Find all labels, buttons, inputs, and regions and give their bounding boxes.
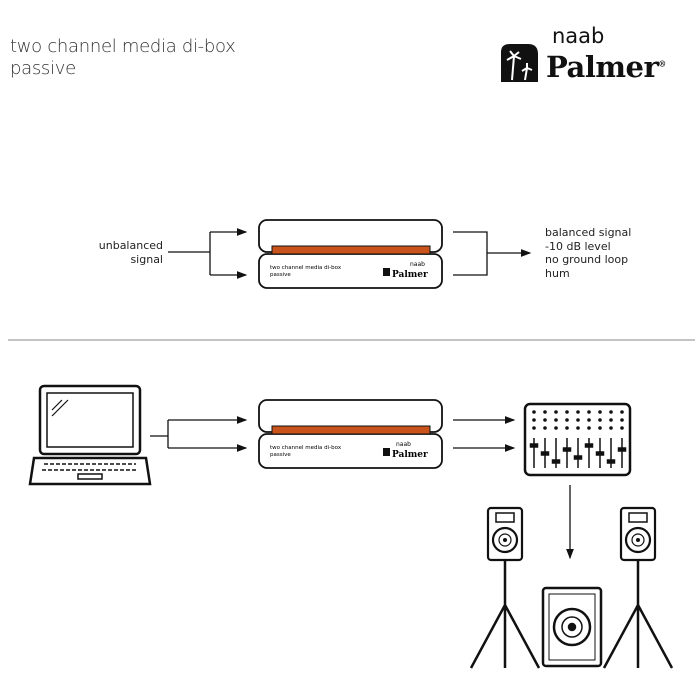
svg-text:Palmer: Palmer [392,270,428,280]
output-arrows [453,231,532,276]
page-title: two channel media di-box passive [10,36,236,80]
mixer-knob [554,426,558,430]
output-label-line: no ground loop [545,253,629,266]
mixer-fader-knob [584,443,594,448]
mixer-knob [565,426,569,430]
mixer-fader-knob [617,447,627,452]
woofer-cap [636,538,640,542]
device-label-bottom: two channel media di-box passive naab Pa… [270,441,428,460]
mixer-knob [543,410,547,414]
logo-brand: Palmer [546,50,659,84]
mixer-knob [532,418,536,422]
mixer-knob [620,426,624,430]
speaker-icon [469,506,541,669]
mixer-knob [576,418,580,422]
mixer-knob [554,410,558,414]
mixer-icon [523,402,632,477]
input-label: unbalanced signal [80,239,163,266]
svg-text:naab: naab [396,441,411,448]
input-label-line: signal [130,252,163,266]
mixer-knob [587,418,591,422]
mixer-knob [576,410,580,414]
svg-text:naab: naab [410,261,425,268]
mixer-knob [576,426,580,430]
mixer-fader-knob [562,447,572,452]
logo-naab: naab [552,24,605,48]
mixer-knob [587,426,591,430]
mixer-knob [620,418,624,422]
device-label-top: two channel media di-box passive naab Pa… [270,261,428,280]
mixer-fader-knob [573,455,583,460]
palm-tree-icon [501,44,538,82]
output-label: balanced signal -10 dB level no ground l… [545,226,631,280]
mixer-knob [565,418,569,422]
tweeter [495,512,515,523]
mixer-knob [543,426,547,430]
mixer-knob [598,410,602,414]
title-line: passive [10,58,76,79]
speaker-icon [602,506,674,669]
mixer-fader-knob [540,451,550,456]
svg-text:passive: passive [270,272,291,278]
mixer-fader-knob [551,459,561,464]
logo-registered: ® [658,58,666,69]
logo-palmer: Palmer® [546,50,666,84]
mixer-knob [532,426,536,430]
mixer-knob [609,426,613,430]
output-label-line: -10 dB level [545,239,611,253]
woofer-cap [503,538,507,542]
tripod [602,560,674,669]
input-label-line: unbalanced [98,239,163,252]
mixer-knob [609,418,613,422]
subwoofer-icon [541,586,603,668]
tripod [469,560,541,669]
mixer-fader-knob [595,451,605,456]
output-label-line: hum [545,266,570,280]
input-arrows [168,232,246,279]
mixer-knob [554,418,558,422]
mixer-knob [598,418,602,422]
title-line: two channel media di-box [10,36,236,57]
mixer-knob [543,418,547,422]
svg-text:passive: passive [270,452,291,458]
svg-text:two channel media di-box: two channel media di-box [270,445,342,451]
mixer-fader-knob [606,459,616,464]
mixer-knob [532,410,536,414]
mixer-fader-knob [529,443,539,448]
mixer-knob [565,410,569,414]
tweeter [628,512,648,523]
svg-text:Palmer: Palmer [392,450,428,460]
mixer-knob [609,410,613,414]
mixer-knob [620,410,624,414]
mixer-knob [598,426,602,430]
laptop-icon [28,384,152,486]
mixer-knob [587,410,591,414]
output-label-line: balanced signal [545,226,632,239]
bottom-input-arrows [150,416,574,560]
svg-text:two channel media di-box: two channel media di-box [270,265,342,271]
